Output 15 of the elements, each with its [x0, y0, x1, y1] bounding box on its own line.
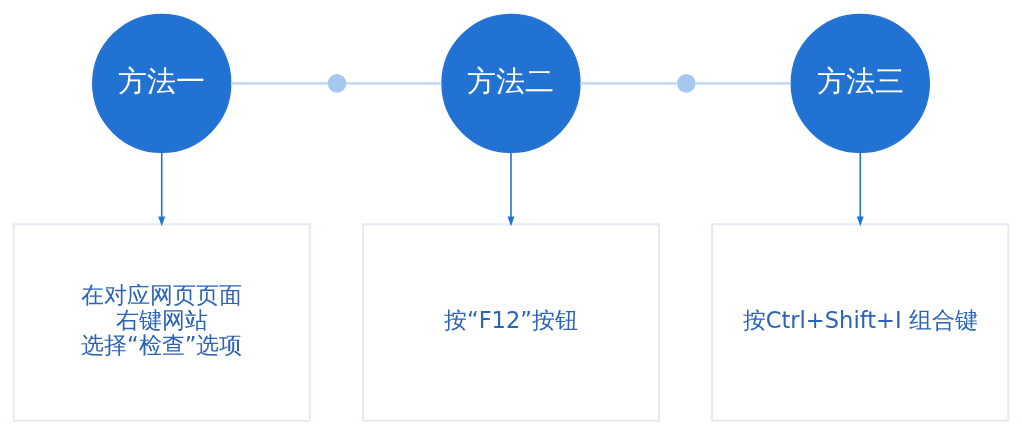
node-circle: [327, 73, 347, 93]
node-circle: 方法三: [790, 13, 930, 153]
arrow: [856, 151, 864, 226]
node-circle: 方法二: [441, 13, 581, 153]
connector: [580, 81, 678, 85]
node-box: 按Ctrl+Shift+I 组合键: [711, 222, 1010, 422]
connector: [695, 81, 791, 85]
connector: [345, 81, 442, 85]
arrow: [158, 151, 166, 226]
node-box: 在对应网页页面 右键网站 选择“检查”选项: [12, 222, 311, 422]
node-circle: [677, 73, 696, 93]
node-box: 按“F12”按钮: [361, 222, 661, 422]
arrow: [507, 151, 515, 226]
connector: [230, 81, 329, 85]
node-circle: 方法一: [92, 13, 232, 153]
